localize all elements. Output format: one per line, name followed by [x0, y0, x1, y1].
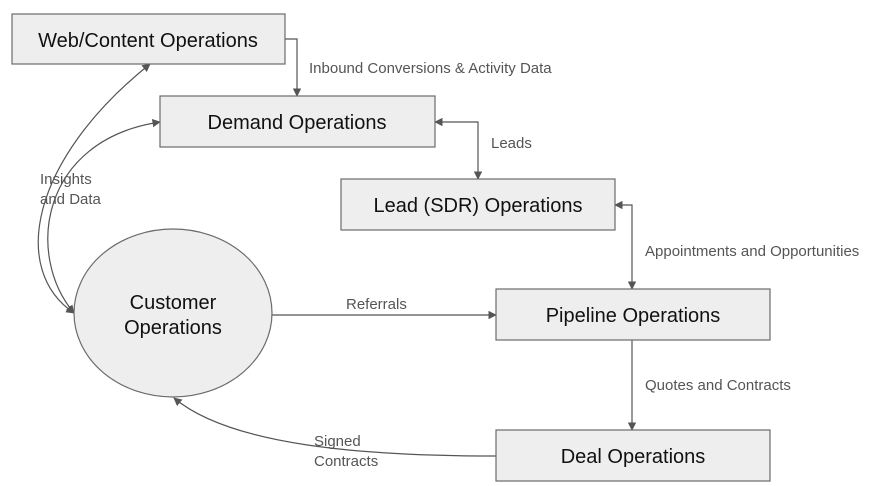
- label-inbound-conversions: Inbound Conversions & Activity Data: [309, 60, 552, 77]
- node-demand-operations-label: Demand Operations: [208, 112, 387, 134]
- node-customer-operations-label-line2: Operations: [124, 317, 222, 339]
- label-referrals: Referrals: [346, 296, 407, 313]
- label-signed-contracts-line2: Contracts: [314, 453, 378, 470]
- label-leads: Leads: [491, 135, 532, 152]
- node-lead-sdr-operations: [340, 178, 616, 231]
- node-deal-operations-label: Deal Operations: [561, 446, 706, 468]
- edge-customer-to-demand: [47, 118, 161, 314]
- node-deal-operations: [495, 429, 771, 482]
- node-web-content-operations-label: Web/Content Operations: [38, 30, 258, 52]
- node-pipeline-operations-label: Pipeline Operations: [546, 305, 721, 327]
- label-appointments-opportunities: Appointments and Opportunities: [645, 243, 859, 260]
- node-customer-operations-label-line1: Customer: [130, 292, 217, 314]
- edge-web-to-demand: [285, 38, 302, 97]
- edge-customer-to-web: [37, 63, 151, 314]
- node-lead-sdr-operations-label: Lead (SDR) Operations: [374, 195, 583, 217]
- node-demand-operations: [159, 95, 436, 148]
- edge-lead-to-pipeline: [614, 200, 637, 290]
- label-signed-contracts-line1: Signed: [314, 433, 361, 450]
- label-insights-data-line1: Insights: [40, 171, 92, 188]
- node-pipeline-operations: [495, 288, 771, 341]
- node-customer-operations: [73, 228, 273, 398]
- edge-deal-to-customer: [173, 397, 497, 457]
- label-insights-data-line2: and Data: [40, 191, 102, 208]
- edge-demand-to-lead: [434, 117, 483, 180]
- label-quotes-contracts: Quotes and Contracts: [645, 377, 791, 394]
- node-web-content-operations: [11, 13, 286, 65]
